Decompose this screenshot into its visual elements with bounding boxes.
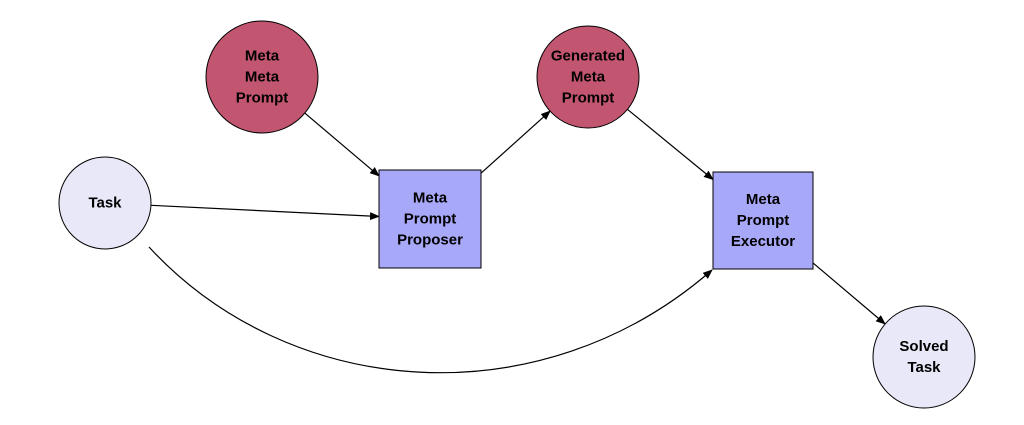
node-solved-task-shape [872,305,976,409]
node-meta-meta-prompt-label-line-3: Prompt [236,90,289,107]
node-meta-prompt-executor-label-line-2: Prompt [737,212,790,229]
node-meta-prompt-executor-shape [712,171,814,270]
edges-layer [148,108,886,374]
edge-task-to-meta-prompt-proposer [150,204,380,221]
node-meta-prompt-executor-label-line-3: Executor [731,233,795,250]
node-meta-meta-prompt-label-line-1: Meta [245,48,280,65]
node-task: Task [58,156,152,250]
edge-meta-prompt-proposer-to-generated-meta-prompt [480,110,551,174]
node-solved-task-label-line-2: Task [907,359,941,376]
node-task-label-line-1: Task [88,195,122,212]
node-meta-prompt-proposer-label-line-3: Proposer [397,232,463,249]
node-meta-prompt-proposer-shape [378,169,482,269]
node-generated-meta-prompt-label-line-3: Prompt [562,90,615,107]
node-generated-meta-prompt-label-line-1: Generated [551,48,625,65]
edge-meta-meta-prompt-to-meta-prompt-proposer [304,112,380,177]
node-generated-meta-prompt-label-line-2: Meta [571,69,606,86]
node-meta-meta-prompt-shape [205,20,319,134]
edge-generated-meta-prompt-to-meta-prompt-executor [627,108,714,181]
node-meta-prompt-proposer-label-line-1: Meta [413,190,448,207]
edge-task-to-meta-prompt-executor [148,246,713,374]
edge-meta-prompt-executor-to-solved-task [812,262,886,325]
node-meta-prompt-executor-label-line-1: Meta [746,191,781,208]
node-meta-meta-prompt-label-line-2: Meta [245,69,280,86]
node-meta-prompt-proposer-label-line-2: Prompt [404,211,457,228]
node-task-shape [58,156,152,250]
node-generated-meta-prompt-shape [536,25,640,129]
node-solved-task-label-line-1: Solved [899,338,948,355]
